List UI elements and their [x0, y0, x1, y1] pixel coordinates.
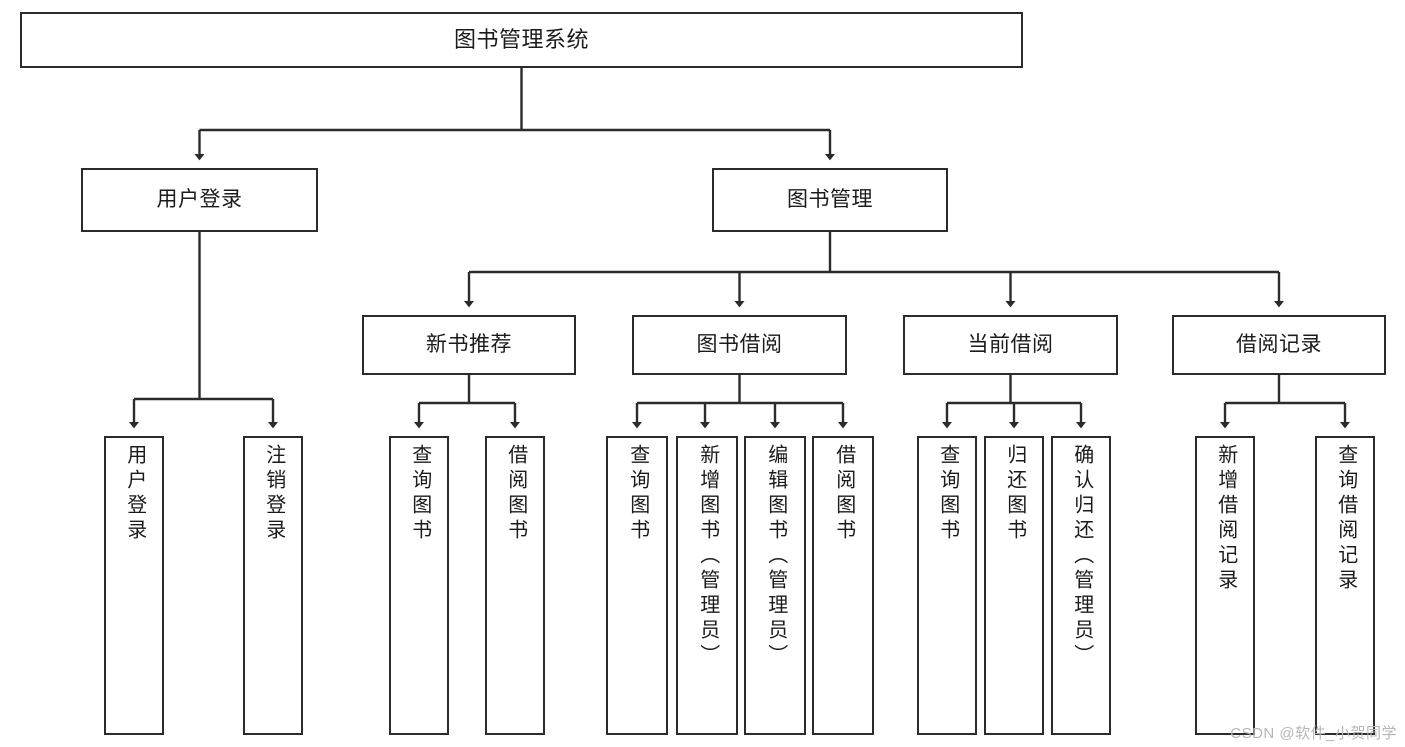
node-leaf-confirm-return[interactable]: 确认归还（管理员）: [1051, 436, 1111, 735]
node-leaf-user-logout-label: 注销登录: [262, 444, 285, 544]
watermark-text: CSDN @软件_小贺同学: [1230, 725, 1397, 742]
node-root[interactable]: 图书管理系统: [20, 12, 1023, 68]
node-leaf-user-logout[interactable]: 注销登录: [243, 436, 303, 735]
node-leaf-return-book[interactable]: 归还图书: [984, 436, 1044, 735]
node-leaf-query-record-label: 查询借阅记录: [1334, 444, 1357, 594]
node-book-borrow[interactable]: 图书借阅: [632, 315, 847, 375]
node-leaf-query-book-1-label: 查询图书: [408, 444, 431, 544]
node-leaf-add-record-label: 新增借阅记录: [1214, 444, 1237, 594]
node-leaf-edit-book[interactable]: 编辑图书（管理员）: [744, 436, 806, 735]
node-borrow-record[interactable]: 借阅记录: [1172, 315, 1386, 375]
node-current-borrow-label: 当前借阅: [967, 333, 1054, 357]
node-book-borrow-label: 图书借阅: [696, 333, 783, 357]
node-borrow-record-label: 借阅记录: [1236, 333, 1322, 357]
node-leaf-add-book[interactable]: 新增图书（管理员）: [676, 436, 738, 735]
node-new-book-recommend[interactable]: 新书推荐: [362, 315, 576, 375]
node-leaf-borrow-book-2-label: 借阅图书: [832, 444, 855, 544]
node-user-login[interactable]: 用户登录: [81, 168, 318, 232]
node-leaf-borrow-book-1-label: 借阅图书: [504, 444, 527, 544]
node-leaf-query-book-2[interactable]: 查询图书: [606, 436, 668, 735]
node-leaf-add-book-label: 新增图书（管理员）: [696, 444, 719, 669]
node-leaf-borrow-book-2[interactable]: 借阅图书: [812, 436, 874, 735]
node-root-label: 图书管理系统: [453, 26, 589, 52]
node-leaf-query-book-2-label: 查询图书: [626, 444, 649, 544]
node-leaf-user-login[interactable]: 用户登录: [104, 436, 164, 735]
node-leaf-query-book-1[interactable]: 查询图书: [389, 436, 449, 735]
node-book-management[interactable]: 图书管理: [712, 168, 948, 232]
node-leaf-user-login-label: 用户登录: [123, 444, 146, 544]
node-user-login-label: 用户登录: [156, 188, 243, 212]
node-leaf-query-book-3[interactable]: 查询图书: [917, 436, 977, 735]
node-current-borrow[interactable]: 当前借阅: [903, 315, 1118, 375]
node-leaf-confirm-return-label: 确认归还（管理员）: [1070, 444, 1093, 669]
node-leaf-return-book-label: 归还图书: [1003, 444, 1026, 544]
node-book-management-label: 图书管理: [787, 188, 873, 212]
node-new-book-recommend-label: 新书推荐: [426, 333, 512, 357]
node-leaf-query-record[interactable]: 查询借阅记录: [1315, 436, 1375, 735]
node-leaf-borrow-book-1[interactable]: 借阅图书: [485, 436, 545, 735]
node-leaf-edit-book-label: 编辑图书（管理员）: [764, 444, 787, 669]
node-leaf-add-record[interactable]: 新增借阅记录: [1195, 436, 1255, 735]
node-leaf-query-book-3-label: 查询图书: [936, 444, 959, 544]
